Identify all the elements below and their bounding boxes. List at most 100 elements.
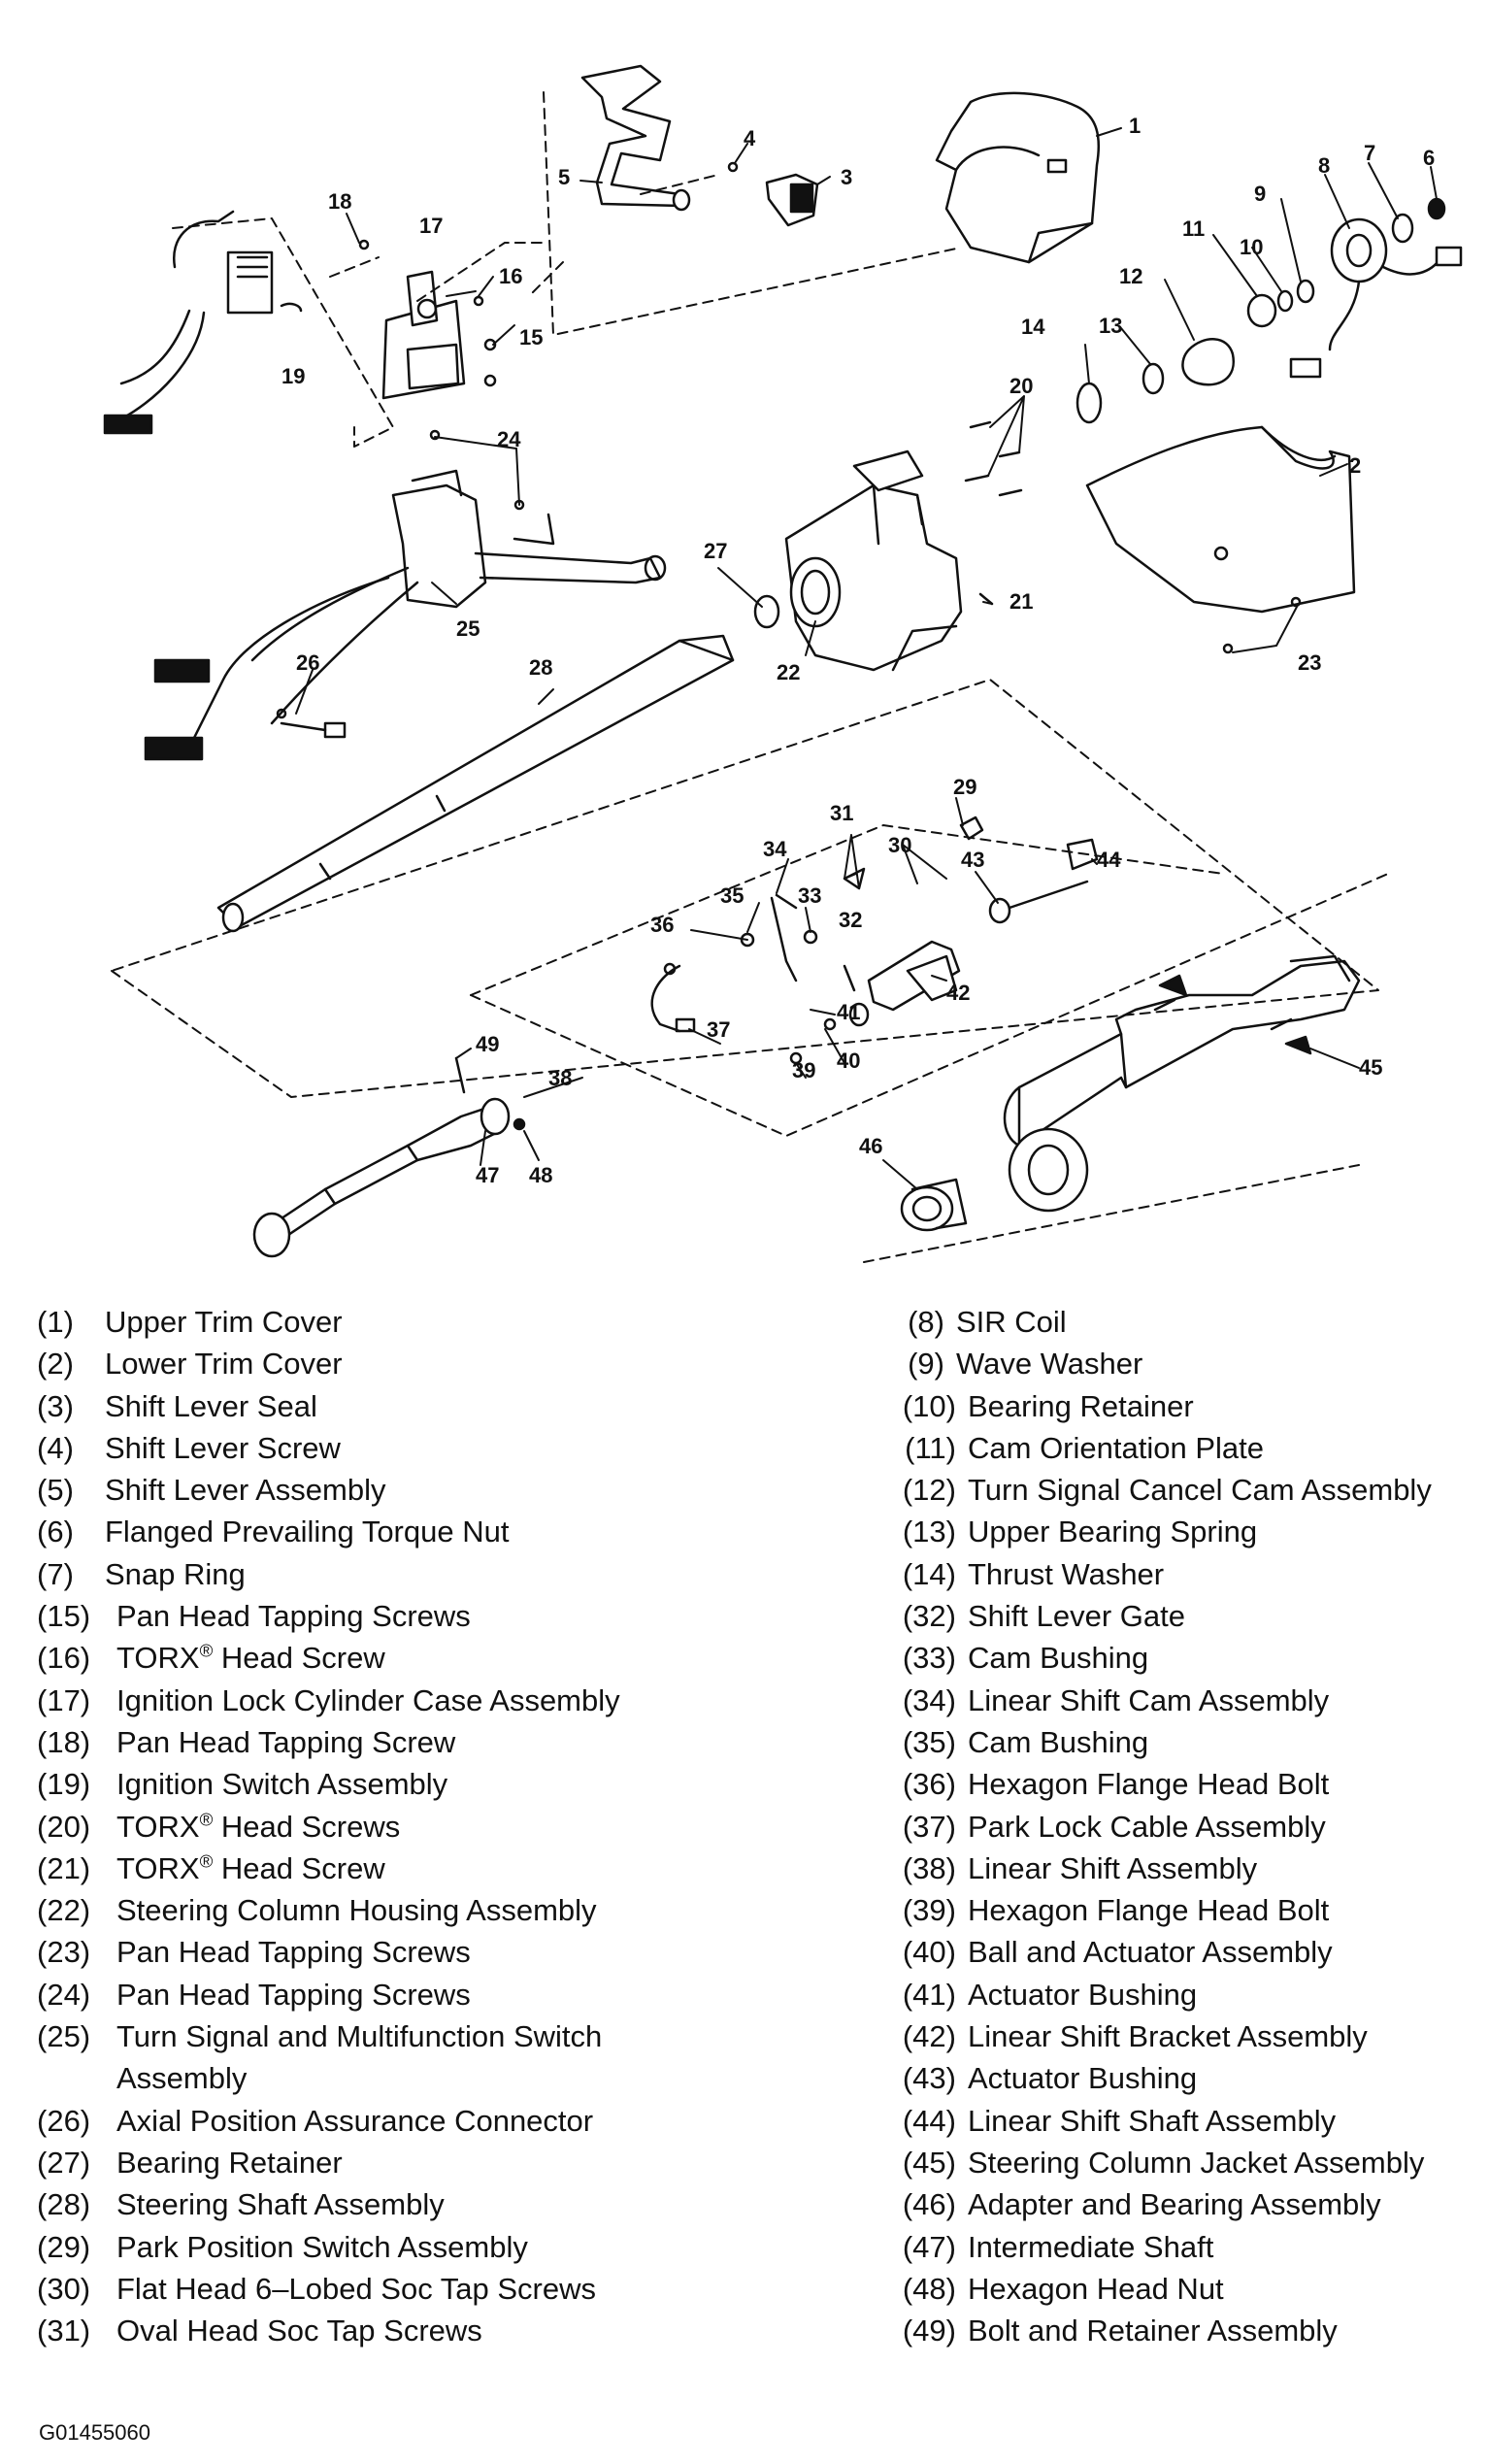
legend-item-label: Upper Trim Cover xyxy=(105,1305,343,1339)
callout-1: 1 xyxy=(1129,114,1141,138)
legend-item-number: (30) xyxy=(37,2271,91,2306)
legend-item-label: Bolt and Retainer Assembly xyxy=(968,2314,1338,2348)
callout-14: 14 xyxy=(1021,315,1045,339)
intermediate-shaft-part xyxy=(252,1056,526,1258)
callout-13: 13 xyxy=(1099,314,1122,338)
legend-item-label: Adapter and Bearing Assembly xyxy=(968,2187,1381,2222)
legend-item-number: (7) xyxy=(37,1556,74,1591)
ignition-lock-case-part xyxy=(358,239,497,400)
legend-item-label: Linear Shift Bracket Assembly xyxy=(968,2019,1368,2054)
callout-47: 47 xyxy=(476,1163,499,1187)
legend-item-number: (46) xyxy=(902,2187,956,2222)
legend-item: (43)Actuator Bushing xyxy=(874,2057,1475,2099)
callout-41: 41 xyxy=(837,1000,860,1024)
callout-32: 32 xyxy=(839,908,862,932)
legend-item-label: Linear Shift Assembly xyxy=(968,1850,1258,1885)
legend-item-number: (16) xyxy=(37,1641,91,1676)
legend-item-label: TORX® Head Screw xyxy=(116,1641,385,1676)
legend-item-label: Park Lock Cable Assembly xyxy=(968,1809,1326,1844)
group-boundary-lines xyxy=(111,91,1389,1263)
adapter-bearing-part xyxy=(900,1178,968,1232)
legend-item-label: TORX® Head Screw xyxy=(116,1850,385,1885)
legend-item: (46) Adapter and Bearing Assembly xyxy=(874,2183,1475,2225)
legend-item-number: (31) xyxy=(37,2314,91,2348)
legend-item-label: SIR Coil xyxy=(956,1305,1067,1339)
callout-27: 27 xyxy=(704,539,727,563)
callout-10: 10 xyxy=(1240,235,1263,259)
legend-item-label: Flat Head 6–Lobed Soc Tap Screws xyxy=(116,2271,597,2306)
legend-item-label: Steering Column Jacket Assembly xyxy=(968,2145,1425,2180)
column-housing-part xyxy=(753,450,994,672)
ignition-switch-part xyxy=(103,210,303,435)
legend-item-number: (5) xyxy=(37,1473,74,1508)
legend-item: (37)Park Lock Cable Assembly xyxy=(874,1806,1475,1848)
callout-3: 3 xyxy=(841,165,852,189)
callout-25: 25 xyxy=(456,616,480,641)
legend-item-number: (2) xyxy=(37,1347,74,1382)
legend-item-label: Bearing Retainer xyxy=(968,1388,1194,1423)
legend-item-label: Cam Bushing xyxy=(968,1641,1149,1676)
callout-28: 28 xyxy=(529,655,552,680)
legend-item-label: Ignition Lock Cylinder Case Assembly xyxy=(116,1682,620,1717)
legend-item: (40)Ball and Actuator Assembly xyxy=(874,1931,1475,1973)
callout-49: 49 xyxy=(476,1032,499,1056)
legend-item: (14)Thrust Washer xyxy=(874,1553,1475,1595)
legend-item: (4)Shift Lever Screw xyxy=(37,1427,852,1469)
column-jacket-part xyxy=(1003,954,1361,1213)
callout-16: 16 xyxy=(499,264,522,288)
legend-item-label: Shift Lever Seal xyxy=(105,1388,317,1423)
legend-item: (1)Upper Trim Cover xyxy=(37,1301,852,1343)
torx-screws-part xyxy=(964,420,1023,497)
callout-4: 4 xyxy=(744,126,756,150)
legend-item-label: Pan Head Tapping Screws xyxy=(116,1599,471,1634)
legend-item-label: Intermediate Shaft xyxy=(968,2229,1214,2264)
legend-item: (22)Steering Column Housing Assembly xyxy=(37,1889,852,1931)
callout-35: 35 xyxy=(720,883,744,908)
callout-43: 43 xyxy=(961,848,984,872)
legend-item-label: Pan Head Tapping Screw xyxy=(116,1724,456,1759)
legend-item: (42)Linear Shift Bracket Assembly xyxy=(874,2015,1475,2057)
callout-22: 22 xyxy=(777,660,800,684)
callout-5: 5 xyxy=(558,165,570,189)
legend-item-number: (17) xyxy=(37,1682,91,1717)
legend-item-label: Thrust Washer xyxy=(968,1556,1165,1591)
legend-item-number: (39) xyxy=(902,1893,956,1928)
legend-item: (39)Hexagon Flange Head Bolt xyxy=(874,1889,1475,1931)
legend-item-label: Steering Shaft Assembly xyxy=(116,2187,445,2222)
legend-item: (2)Lower Trim Cover xyxy=(37,1343,852,1384)
legend-item-number: (48) xyxy=(902,2271,956,2306)
callout-29: 29 xyxy=(953,775,976,799)
legend-item: (11)Cam Orientation Plate xyxy=(874,1427,1475,1469)
callout-37: 37 xyxy=(707,1017,730,1042)
legend-item-number: (29) xyxy=(37,2229,91,2264)
callout-leader-lines xyxy=(295,127,1438,1190)
legend-item-number: (28) xyxy=(37,2187,91,2222)
legend-item-label: Oval Head Soc Tap Screws xyxy=(116,2314,482,2348)
exploded-view-diagram: 1 2 3 4 5 6 7 8 9 10 11 12 13 14 15 16 1… xyxy=(103,64,1463,1263)
upper-trim-cover-part xyxy=(935,91,1101,264)
legend-item-number: (32) xyxy=(902,1599,956,1634)
legend-item-number: (49) xyxy=(902,2314,956,2348)
legend-item-label: Pan Head Tapping Screws xyxy=(116,1935,471,1970)
legend-item: (44)Linear Shift Shaft Assembly xyxy=(874,2100,1475,2142)
legend-item: (15)Pan Head Tapping Screws xyxy=(37,1595,852,1637)
registered-mark: ® xyxy=(199,1850,214,1872)
callout-39: 39 xyxy=(792,1058,815,1082)
legend-item: (7)Snap Ring xyxy=(37,1553,852,1595)
legend-item-label: Cam Bushing xyxy=(968,1724,1149,1759)
callout-24: 24 xyxy=(497,427,521,451)
lower-trim-cover-part xyxy=(1085,425,1356,654)
legend-item-label: TORX® Head Screws xyxy=(116,1809,401,1844)
legend-item: (20)TORX® Head Screws xyxy=(37,1806,852,1848)
callout-21: 21 xyxy=(1009,589,1033,614)
legend-item-number: (4) xyxy=(37,1430,74,1465)
callout-11: 11 xyxy=(1182,216,1205,241)
legend-item-label: Pan Head Tapping Screws xyxy=(116,1977,471,2012)
legend-item: (30) Flat Head 6–Lobed Soc Tap Screws xyxy=(37,2268,852,2310)
legend-item: (29)Park Position Switch Assembly xyxy=(37,2226,852,2268)
callout-2: 2 xyxy=(1349,453,1361,478)
callout-40: 40 xyxy=(837,1049,860,1073)
legend-item-label: Steering Column Housing Assembly xyxy=(116,1893,597,1928)
legend-item-number: (41) xyxy=(902,1977,956,2012)
